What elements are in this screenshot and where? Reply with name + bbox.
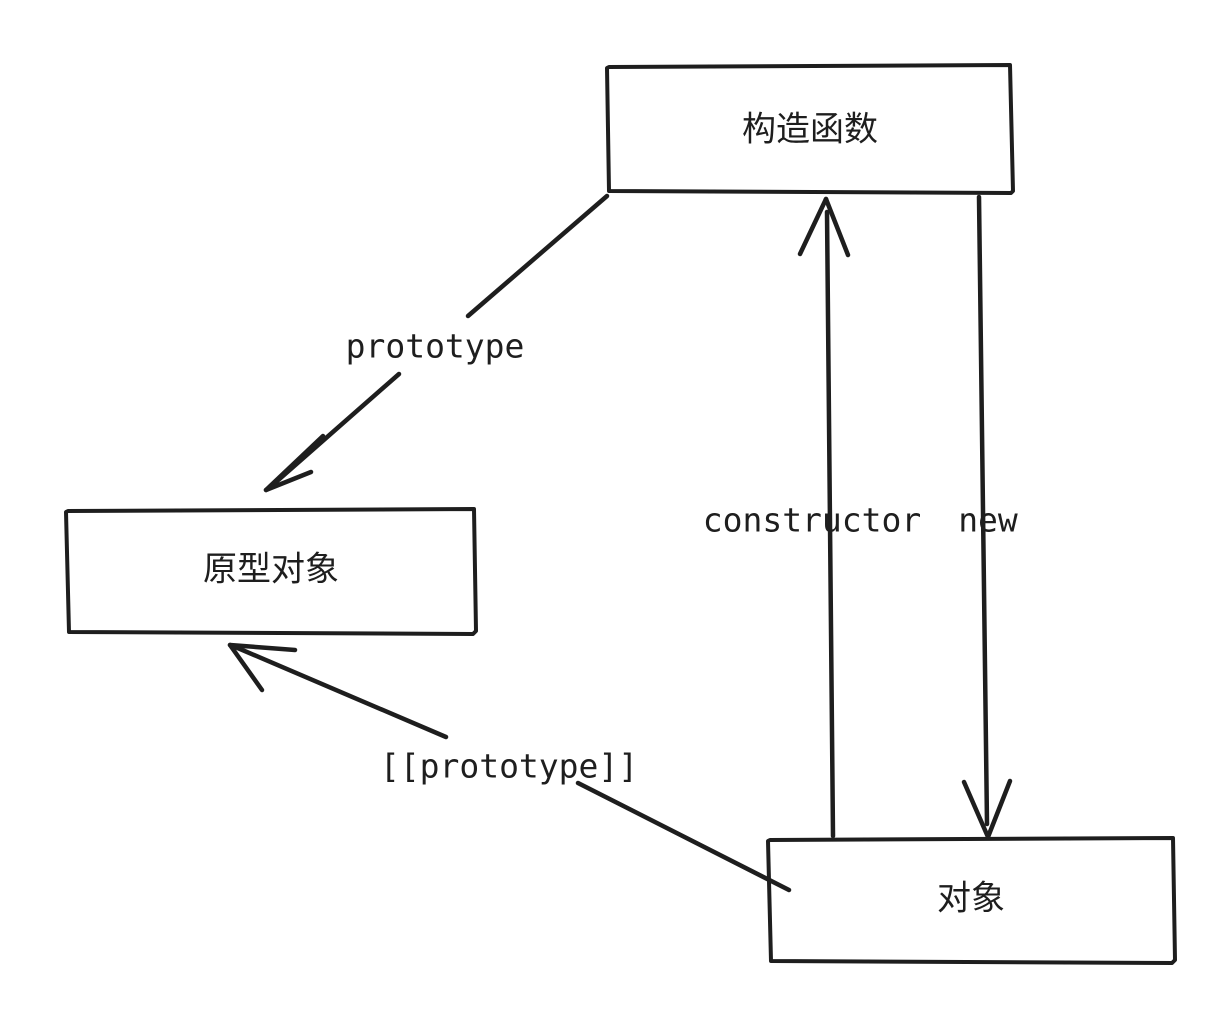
constructor-function-box[interactable] xyxy=(605,63,1015,195)
internal-prototype-arrow-head-lower xyxy=(227,642,265,693)
node-constructor-function[interactable]: 构造函数 xyxy=(605,63,1015,195)
constructor-arrow-head-right xyxy=(823,196,851,258)
prototype-edge-line-upper xyxy=(465,193,610,319)
constructor-edge-line xyxy=(824,209,836,839)
new-edge-line xyxy=(976,194,990,827)
internal-prototype-edge-label: [[prototype]] xyxy=(380,747,638,786)
object-label: 对象 xyxy=(937,879,1005,919)
edge-new[interactable]: new xyxy=(958,194,1018,840)
prototype-arrow-head-left xyxy=(263,433,326,493)
constructor-function-label: 构造函数 xyxy=(742,110,878,150)
internal-prototype-edge-line-lower xyxy=(575,780,792,893)
prototype-object-label: 原型对象 xyxy=(203,550,339,590)
edge-internal-prototype[interactable]: [[prototype]] xyxy=(227,642,792,893)
edge-prototype[interactable]: prototype xyxy=(263,193,610,493)
node-object[interactable]: 对象 xyxy=(766,836,1177,965)
node-prototype-object[interactable]: 原型对象 xyxy=(64,507,478,636)
object-box[interactable] xyxy=(766,836,1177,965)
constructor-arrow-head-left xyxy=(797,196,829,257)
new-edge-label: new xyxy=(958,501,1018,540)
prototype-arrow-head-right xyxy=(263,469,314,493)
prototype-object-box[interactable] xyxy=(64,507,478,636)
new-arrow-head-right xyxy=(985,778,1013,840)
constructor-edge-label: constructor xyxy=(703,501,922,540)
prototype-edge-label: prototype xyxy=(346,327,525,366)
internal-prototype-edge-line-upper xyxy=(230,643,449,740)
new-arrow-head-left xyxy=(961,779,991,840)
edge-constructor[interactable]: constructor xyxy=(703,196,922,839)
internal-prototype-arrow-head-upper xyxy=(227,642,298,653)
